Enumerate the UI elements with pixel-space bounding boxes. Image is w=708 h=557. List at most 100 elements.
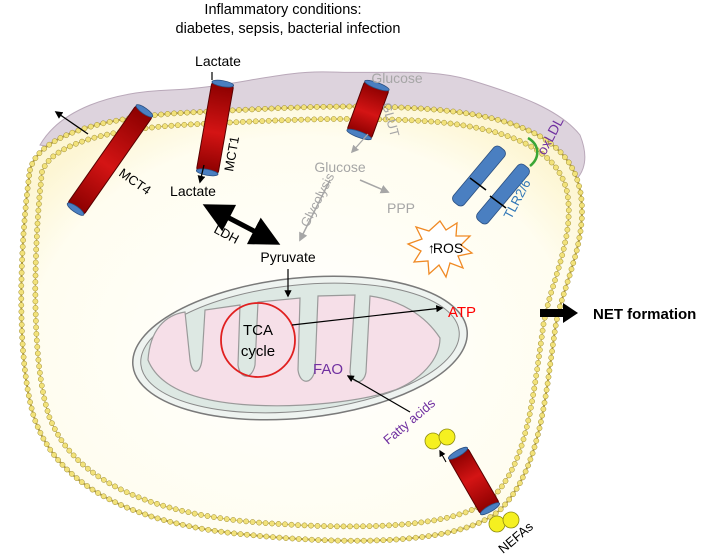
membrane-head-dot xyxy=(526,411,533,417)
membrane-head-dot xyxy=(457,526,464,533)
membrane-head-dot xyxy=(559,252,566,259)
membrane-head-dot xyxy=(51,138,58,145)
membrane-head-dot xyxy=(142,511,149,518)
membrane-head-dot xyxy=(576,183,582,189)
cycle-label: cycle xyxy=(241,343,275,360)
membrane-head-dot xyxy=(95,473,102,480)
membrane-head-dot xyxy=(25,179,32,185)
membrane-head-dot xyxy=(112,483,118,490)
membrane-head-dot xyxy=(246,118,253,125)
membrane-head-dot xyxy=(314,104,320,110)
membrane-head-dot xyxy=(533,372,540,379)
membrane-head-dot xyxy=(37,429,44,436)
membrane-head-dot xyxy=(540,321,547,328)
membrane-head-dot xyxy=(242,106,249,113)
membrane-head-dot xyxy=(30,411,37,418)
membrane-head-dot xyxy=(574,177,581,183)
membrane-head-dot xyxy=(130,507,136,513)
membrane-head-dot xyxy=(68,471,75,477)
membrane-head-dot xyxy=(36,194,43,201)
membrane-head-dot xyxy=(399,536,406,542)
membrane-head-dot xyxy=(20,237,26,244)
membrane-head-dot xyxy=(535,359,541,366)
membrane-head-dot xyxy=(179,521,186,528)
membrane-head-dot xyxy=(408,117,415,124)
membrane-head-dot xyxy=(565,213,572,220)
membrane-head-dot xyxy=(75,457,81,463)
membrane-head-dot xyxy=(282,521,288,528)
membrane-head-dot xyxy=(37,181,44,188)
membrane-head-dot xyxy=(468,507,475,513)
membrane-head-dot xyxy=(32,298,39,305)
header-line-1: Inflammatory conditions: xyxy=(204,2,361,18)
membrane-head-dot xyxy=(562,285,569,291)
membrane-head-dot xyxy=(545,374,552,380)
membrane-head-dot xyxy=(304,116,311,123)
membrane-head-dot xyxy=(522,430,529,436)
membrane-head-dot xyxy=(79,138,85,145)
membrane-head-dot xyxy=(33,253,39,259)
membrane-head-dot xyxy=(18,315,25,322)
membrane-head-dot xyxy=(85,465,91,472)
membrane-head-dot xyxy=(481,517,488,524)
membrane-head-dot xyxy=(263,533,270,540)
membrane-head-dot xyxy=(466,123,473,130)
oxldl-arc xyxy=(527,136,539,167)
membrane-head-dot xyxy=(223,516,230,522)
membrane-head-dot xyxy=(537,133,543,140)
membrane-head-dot xyxy=(32,279,39,285)
membrane-head-dot xyxy=(61,146,67,153)
membrane-head-dot xyxy=(230,517,237,523)
membrane-head-dot xyxy=(542,137,549,143)
membrane-head-dot xyxy=(50,153,57,160)
membrane-head-dot xyxy=(18,282,25,289)
membrane-head-dot xyxy=(577,189,584,196)
membrane-head-dot xyxy=(187,121,194,128)
membrane-head-dot xyxy=(250,532,257,539)
membrane-head-dot xyxy=(418,519,425,526)
membrane-head-dot xyxy=(553,164,559,171)
membrane-head-dot xyxy=(522,140,529,147)
membrane-head-dot xyxy=(360,523,366,530)
membrane-head-dot xyxy=(402,117,409,123)
membrane-head-dot xyxy=(569,165,575,171)
membrane-head-dot xyxy=(100,477,107,483)
membrane-head-dot xyxy=(535,431,541,438)
membrane-head-dot xyxy=(32,272,39,279)
lactate-inner-label: Lactate xyxy=(170,183,216,199)
membrane-head-dot xyxy=(18,308,25,315)
membrane-head-dot xyxy=(27,167,33,173)
membrane-head-dot xyxy=(95,490,101,496)
membrane-head-dot xyxy=(35,357,42,363)
membrane-head-dot xyxy=(566,272,573,279)
membrane-head-dot xyxy=(18,276,25,283)
membrane-head-dot xyxy=(553,144,559,151)
membrane-head-dot xyxy=(194,121,201,127)
membrane-head-dot xyxy=(475,520,482,526)
membrane-head-dot xyxy=(66,447,73,454)
membrane-head-dot xyxy=(411,105,418,112)
membrane-head-dot xyxy=(406,535,413,542)
membrane-head-dot xyxy=(469,522,476,529)
mct1-label: MCT1 xyxy=(221,135,242,172)
membrane-head-dot xyxy=(450,513,457,520)
membrane-head-dot xyxy=(278,117,285,124)
membrane-head-dot xyxy=(520,436,527,443)
membrane-head-dot xyxy=(419,534,426,540)
membrane-head-dot xyxy=(28,405,35,412)
membrane-head-dot xyxy=(167,518,174,525)
membrane-head-dot xyxy=(531,385,538,392)
membrane-head-dot xyxy=(564,278,571,285)
membrane-head-dot xyxy=(441,119,447,126)
membrane-head-dot xyxy=(64,466,70,473)
membrane-head-dot xyxy=(55,457,61,463)
membrane-head-dot xyxy=(354,537,361,544)
membrane-head-dot xyxy=(534,366,541,373)
membrane-head-dot xyxy=(337,116,344,122)
membrane-head-dot xyxy=(551,329,558,335)
membrane-head-dot xyxy=(275,105,281,112)
membrane-head-dot xyxy=(249,106,255,113)
membrane-head-dot xyxy=(560,291,567,297)
membrane-head-dot xyxy=(550,341,556,348)
membrane-head-dot xyxy=(540,406,547,412)
